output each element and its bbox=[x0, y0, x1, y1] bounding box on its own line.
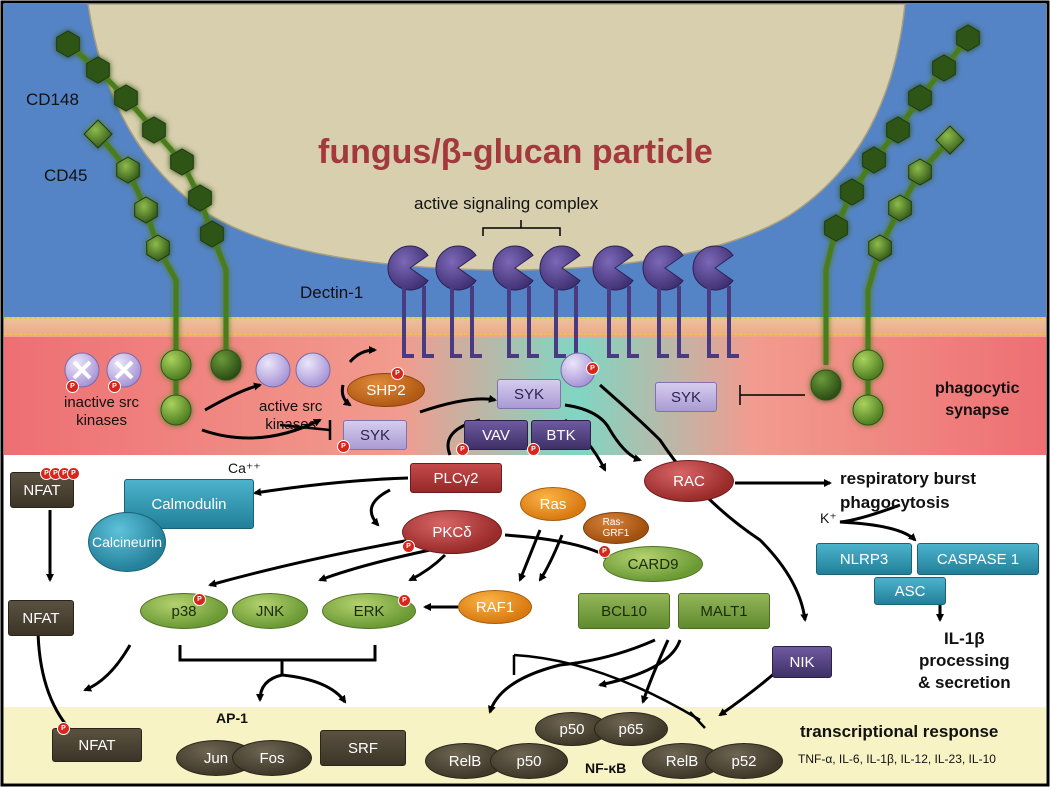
dectin-1-receptor bbox=[387, 245, 434, 358]
phospho-mark: P bbox=[108, 380, 121, 393]
caspase1-node: CASPASE 1 bbox=[917, 543, 1039, 575]
phagocytic-synapse-label: phagocytic synapse bbox=[935, 380, 1020, 419]
membrane-domain bbox=[210, 349, 242, 381]
dectin-1-receptor bbox=[492, 245, 539, 358]
phospho-mark: P bbox=[57, 722, 70, 735]
p50-b-node: p50 bbox=[490, 743, 568, 779]
nlrp3-node: NLRP3 bbox=[816, 543, 912, 575]
cd45-right-chain bbox=[865, 125, 965, 410]
cd148-label: CD148 bbox=[26, 90, 79, 109]
membrane-domain bbox=[810, 369, 842, 401]
rac-node: RAC bbox=[644, 460, 734, 502]
calcineurin-node: Calcineurin bbox=[88, 512, 166, 572]
phospho-mark: P bbox=[391, 367, 404, 380]
cytokines-label: TNF-α, IL-6, IL-1β, IL-12, IL-23, IL-10 bbox=[798, 752, 996, 766]
malt1-node: MALT1 bbox=[678, 593, 770, 629]
calmodulin-node: Calmodulin bbox=[124, 479, 254, 529]
p52-node: p52 bbox=[705, 743, 783, 779]
cd148-left-chain bbox=[56, 30, 229, 365]
phospho-mark: P bbox=[586, 362, 599, 375]
nik-node: NIK bbox=[772, 646, 832, 678]
respiratory-burst-label: respiratory burst phagocytosis bbox=[840, 469, 977, 512]
phospho-mark: P bbox=[598, 545, 611, 558]
syk-top-node: SYK bbox=[497, 379, 561, 409]
dectin-1-receptor bbox=[435, 245, 482, 358]
syk-right-node: SYK bbox=[655, 382, 717, 412]
btk-node: BTK bbox=[531, 420, 591, 450]
phospho-mark: P bbox=[337, 440, 350, 453]
calcium-label: Ca⁺⁺ bbox=[228, 460, 261, 476]
membrane-domain bbox=[852, 349, 884, 381]
nfat-mid-node: NFAT bbox=[8, 600, 74, 636]
bcl10-node: BCL10 bbox=[578, 593, 670, 629]
pkcd-node: PKCδ bbox=[402, 510, 502, 554]
particle-title: fungus/β-glucan particle bbox=[318, 133, 713, 171]
cd45-left-chain bbox=[83, 119, 179, 410]
phospho-mark: P bbox=[527, 443, 540, 456]
erk-node: ERK bbox=[322, 593, 416, 629]
shp2-node: SHP2 bbox=[347, 373, 425, 407]
membrane-domain bbox=[852, 394, 884, 426]
syk-left-node: SYK bbox=[343, 420, 407, 450]
transcriptional-response-label: transcriptional response bbox=[800, 722, 999, 741]
membrane-domain bbox=[160, 349, 192, 381]
il1b-label: IL-1β processing & secretion bbox=[918, 629, 1011, 692]
p38-node: p38 bbox=[140, 593, 228, 629]
asc-node: ASC bbox=[874, 577, 946, 605]
raf1-node: RAF1 bbox=[458, 590, 532, 624]
ras-node: Ras bbox=[520, 487, 586, 521]
phospho-mark: P bbox=[398, 594, 411, 607]
cd45-label: CD45 bbox=[44, 166, 88, 185]
card9-node: CARD9 bbox=[603, 546, 703, 582]
dectin-1-receptor bbox=[692, 245, 739, 358]
potassium-label: K⁺ bbox=[820, 510, 837, 526]
dectin-1-receptors bbox=[387, 245, 739, 358]
inactive-src-label: inactive src kinases bbox=[64, 394, 140, 429]
phospho-mark: P bbox=[66, 380, 79, 393]
vav-node: VAV bbox=[464, 420, 528, 450]
dectin-1-receptor bbox=[642, 245, 689, 358]
phospho-mark: P bbox=[67, 467, 80, 480]
dectin1-label: Dectin-1 bbox=[300, 283, 364, 302]
plcg2-node: PLCγ2 bbox=[410, 463, 502, 493]
ap1-label: AP-1 bbox=[216, 710, 248, 726]
p65-node: p65 bbox=[594, 712, 668, 746]
rasgrf1-node: Ras- GRF1 bbox=[583, 512, 649, 544]
nfkb-label: NF-κB bbox=[585, 760, 627, 776]
jnk-node: JNK bbox=[232, 593, 308, 629]
cd148-right-chain bbox=[823, 24, 980, 365]
active-complex-label: active signaling complex bbox=[414, 194, 599, 213]
dectin-1-receptor bbox=[592, 245, 639, 358]
gtp-label: GTP bbox=[708, 458, 723, 465]
phospho-mark: P bbox=[456, 443, 469, 456]
active-src-label: active src kinases bbox=[259, 398, 323, 433]
srf-node: SRF bbox=[320, 730, 406, 766]
fos-node: Fos bbox=[232, 740, 312, 776]
phospho-mark: P bbox=[402, 540, 415, 553]
membrane-domain bbox=[160, 394, 192, 426]
phospho-mark: P bbox=[193, 593, 206, 606]
